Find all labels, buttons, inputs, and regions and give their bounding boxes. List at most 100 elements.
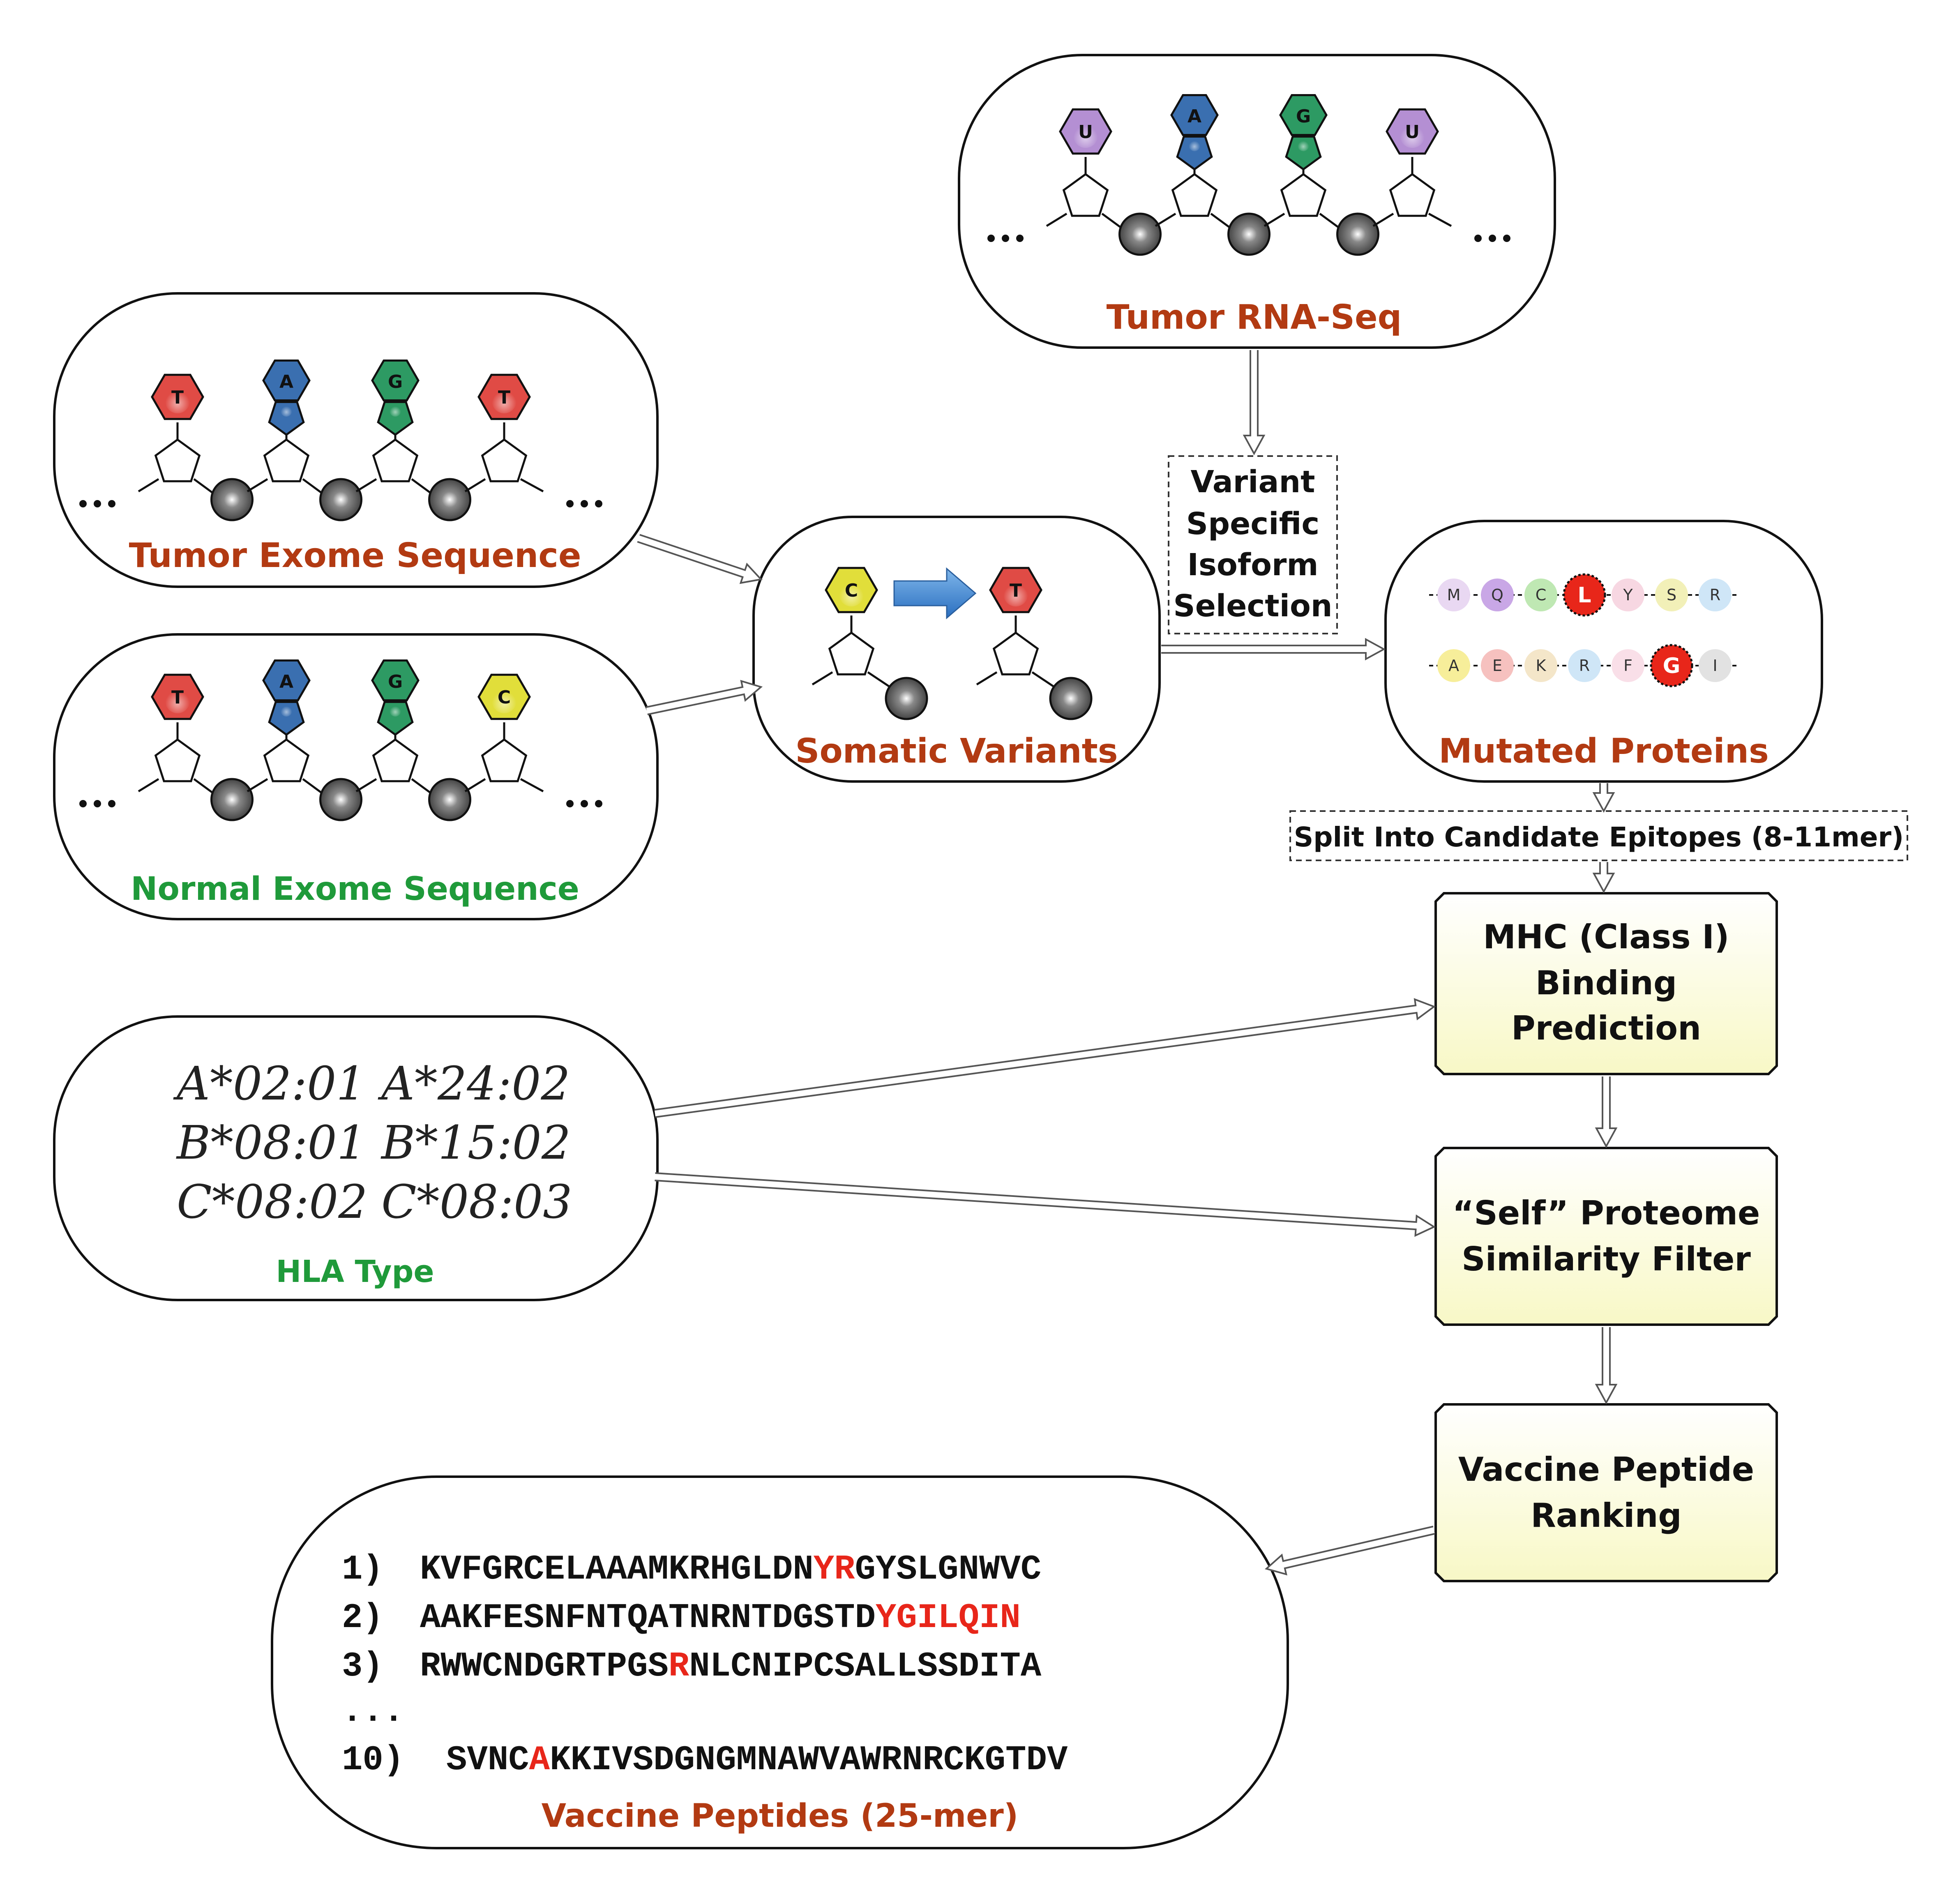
tumor-rna-end-tail xyxy=(1428,212,1452,227)
tumor-exome-sugar-3 xyxy=(481,438,528,482)
tumor-exome-panel xyxy=(53,292,659,588)
residue-1-4 xyxy=(1612,649,1644,682)
purine-pentagon-tumor-rna-2 xyxy=(1285,135,1322,171)
tumor-rna-sugar-tail-2 xyxy=(1264,212,1285,227)
tumor-exome-sugar-tail-0 xyxy=(138,478,159,493)
residue-letter-0-4: Y xyxy=(1623,586,1633,604)
base-highlight-tumor-rna-3 xyxy=(1400,123,1425,148)
peptide-3: RWWCNDGRTPGSRNLCNIPCSALLSSDITA xyxy=(420,1647,1042,1686)
tumor-exome-sugar-tail-3 xyxy=(464,478,486,493)
arrow-split-to-mhc xyxy=(1592,862,1615,894)
mutated-label: Mutated Proteins xyxy=(1439,732,1769,771)
tumor-rna-right-dot-1 xyxy=(1489,235,1496,242)
residue-letter-0-0: M xyxy=(1447,586,1461,604)
normal-exome-label: Normal Exome Sequence xyxy=(131,871,579,908)
self-line-1: “Self” Proteome xyxy=(1453,1194,1760,1232)
base-highlight-tumor-exome-3 xyxy=(492,389,516,413)
arrow-hla-to-self-shape xyxy=(655,1172,1436,1237)
hla-allele-3: B*08:01 xyxy=(176,1116,366,1170)
arrow-normal-exome-to-somatic xyxy=(646,680,763,715)
somatic-phosphate-1 xyxy=(1049,677,1093,720)
peptide-3-mutation: R xyxy=(669,1647,689,1686)
base-highlight-tumor-exome-2 xyxy=(390,405,401,417)
tumor-exome-label: Tumor Exome Sequence xyxy=(129,536,581,575)
normal-exome-left-dot-1 xyxy=(94,800,101,807)
peptide-1-mutation: YR xyxy=(814,1550,855,1589)
base-highlight-tumor-rna-2 xyxy=(1298,140,1309,151)
base-letter-g-tumor-exome-2: G xyxy=(388,371,403,392)
mhc-line-1: MHC (Class I) xyxy=(1483,918,1729,956)
tumor-exome-sugar-2 xyxy=(372,438,419,482)
arrow-tumor-exome-to-somatic-shape xyxy=(637,534,763,584)
normal-exome-sugar-1 xyxy=(263,738,310,782)
purine-pentagon-normal-exome-2 xyxy=(377,701,414,736)
tumor-exome-phosphate-2 xyxy=(428,478,471,521)
normal-exome-sugar-tail-0 xyxy=(138,778,159,793)
isoform-line-2: Specific xyxy=(1186,506,1319,542)
base-letter-a-tumor-exome-1: A xyxy=(279,371,293,392)
somatic-tail-0 xyxy=(812,671,833,686)
normal-exome-left-dot-0 xyxy=(79,800,87,807)
arrow-mhc-to-self xyxy=(1595,1076,1618,1148)
base-letter-u-tumor-rna-3: U xyxy=(1405,122,1420,143)
tumor-rna-sugar-tail-1 xyxy=(1155,212,1176,227)
peptide-ellipsis: ... xyxy=(342,1692,404,1731)
purine-pentagon-tumor-exome-1 xyxy=(268,401,305,436)
normal-exome-left-dot-2 xyxy=(108,800,115,807)
split-step-box xyxy=(1289,810,1908,861)
normal-exome-right-dot-2 xyxy=(595,800,602,807)
peptide-10-post: KKIVSDGNGMNAWVAWRNRCKGTDV xyxy=(550,1741,1068,1780)
tumor-rna-sugar-1 xyxy=(1171,173,1218,217)
normal-exome-phosphate-1 xyxy=(319,778,362,821)
residue-letter-1-3: R xyxy=(1579,657,1590,675)
peptide-1-post: GYSLGNWVC xyxy=(855,1550,1042,1589)
normal-exome-sugar-3 xyxy=(481,738,528,782)
tumor-exome-sugar-tail-2 xyxy=(355,478,377,493)
mhc-box xyxy=(1434,892,1778,1075)
base-letter-t-somatic-1: T xyxy=(1010,580,1022,601)
arrow-mutated-to-split xyxy=(1592,783,1615,813)
somatic-tail-1 xyxy=(976,671,998,686)
tumor-exome-right-dot-1 xyxy=(581,500,588,507)
purine-ring-normal-exome-2 xyxy=(371,659,420,701)
purine-ring-tumor-exome-1 xyxy=(262,360,311,401)
purine-ring-tumor-rna-2 xyxy=(1279,94,1328,136)
residue-letter-1-6: I xyxy=(1713,657,1717,675)
mhc-line-2: Binding xyxy=(1536,964,1677,1002)
residue-0-5 xyxy=(1655,579,1688,611)
peptide-3-post: NLCNIPCSALLSSDITA xyxy=(689,1647,1042,1686)
peptide-2-pre: AAKFESNFNTQATNRNTDGSTD xyxy=(420,1599,876,1638)
residue-1-1 xyxy=(1481,649,1514,682)
residue-1-2 xyxy=(1524,649,1557,682)
base-letter-a-normal-exome-1: A xyxy=(279,671,293,692)
residue-0-6 xyxy=(1699,579,1732,611)
residue-0-2 xyxy=(1524,579,1557,611)
residue-1-3 xyxy=(1568,649,1601,682)
somatic-sugar-0 xyxy=(828,631,875,675)
base-highlight-somatic-0 xyxy=(839,582,864,606)
base-letter-t-tumor-exome-0: T xyxy=(171,387,184,408)
residue-letter-0-1: Q xyxy=(1491,586,1503,604)
tumor-exome-sugar-tail-1 xyxy=(247,478,268,493)
purine-ring-tumor-exome-2 xyxy=(371,360,420,401)
somatic-bond-0 xyxy=(867,671,893,690)
peptide-3-pre: RWWCNDGRTPGS xyxy=(420,1647,669,1686)
vaccine-panel xyxy=(271,1475,1289,1849)
base-letter-a-tumor-rna-1: A xyxy=(1187,106,1201,127)
normal-exome-right-dot-1 xyxy=(581,800,588,807)
arrow-split-to-mhc-shape xyxy=(1592,862,1615,894)
isoform-line-3: Isoform xyxy=(1187,547,1318,583)
mhc-line-3: Prediction xyxy=(1511,1009,1701,1047)
arrow-hla-to-mhc xyxy=(654,998,1436,1118)
tumor-rna-sugar-3 xyxy=(1389,173,1436,217)
tumor-exome-phosphate-0 xyxy=(210,478,254,521)
somatic-sugar-1 xyxy=(992,631,1039,675)
purine-pentagon-normal-exome-1 xyxy=(268,701,305,736)
base-highlight-tumor-rna-1 xyxy=(1189,140,1200,151)
tumor-rna-right-dot-2 xyxy=(1503,235,1510,242)
tumor-rna-right-dot-0 xyxy=(1474,235,1482,242)
purine-pentagon-tumor-rna-1 xyxy=(1176,135,1213,171)
